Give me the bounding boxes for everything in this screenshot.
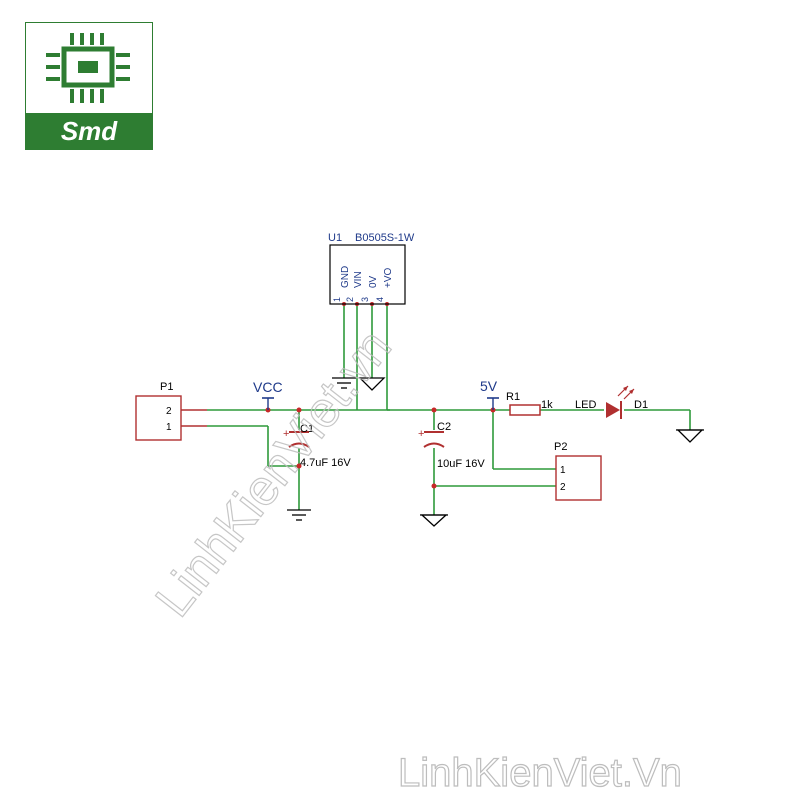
p2-pin-bottom: 2 [560, 482, 566, 493]
d1-led: LED D1 [575, 385, 648, 419]
d1-ref: D1 [634, 399, 648, 411]
ground-icon-u1 [332, 377, 356, 389]
u1-pin2-num: 2 [345, 297, 355, 302]
p1-connector: P1 2 1 [135, 381, 207, 441]
c2-value: 10uF 16V [437, 458, 485, 470]
c2-polarity: + [418, 428, 424, 440]
vcc-label: VCC [253, 379, 283, 395]
watermark-diagonal: LinhKienViet.vn [145, 319, 402, 627]
ground-icon-c1 [287, 509, 311, 521]
logo-text: Smd [61, 116, 118, 146]
c1-ref: C1 [300, 423, 314, 435]
chip-icon: Smd [26, 33, 152, 149]
5v-power-flag: 5V [480, 378, 499, 410]
u1-pin1-name: GND [340, 266, 351, 288]
u1-module: U1 B0505S-1W GND VIN 0V +VO 1 2 3 4 [328, 232, 415, 305]
u1-ref: U1 [328, 232, 342, 244]
r1-ref: R1 [506, 391, 520, 403]
u1-pin3-num: 3 [360, 297, 370, 302]
u1-pin1-num: 1 [332, 297, 342, 302]
u1-pin4-name: +VO [383, 267, 394, 288]
c1-polarity: + [283, 428, 289, 440]
p1-pin-top: 2 [166, 406, 172, 417]
c2-ref: C2 [437, 421, 451, 433]
c1-capacitor: + C1 4.7uF 16V [283, 423, 351, 469]
u1-pin3-name: 0V [368, 275, 379, 288]
vcc-power-flag: VCC [253, 379, 283, 410]
wires [207, 304, 691, 515]
d1-value: LED [575, 399, 596, 411]
ground-symbols [287, 377, 704, 527]
u1-value: B0505S-1W [355, 232, 415, 244]
c1-value: 4.7uF 16V [300, 457, 351, 469]
5v-label: 5V [480, 378, 498, 394]
ground-icon-c2 [420, 514, 448, 527]
smd-logo: Smd [25, 22, 153, 150]
p2-ref: P2 [554, 441, 567, 453]
ground-icon-u1-0v [358, 377, 386, 391]
c2-capacitor: + C2 10uF 16V [418, 421, 485, 470]
p1-pin-bottom: 1 [166, 422, 172, 433]
p2-pin-top: 1 [560, 465, 566, 476]
r1-resistor: R1 1k [506, 391, 553, 416]
junctions [265, 302, 496, 489]
p2-connector: P2 1 2 [554, 441, 602, 501]
u1-pin2-name: VIN [353, 271, 364, 288]
p1-ref: P1 [160, 381, 173, 393]
ground-icon-led [676, 429, 704, 443]
u1-pin4-num: 4 [375, 297, 385, 302]
r1-value: 1k [541, 399, 553, 411]
watermark-bottom: LinhKienViet.Vn [398, 751, 682, 795]
